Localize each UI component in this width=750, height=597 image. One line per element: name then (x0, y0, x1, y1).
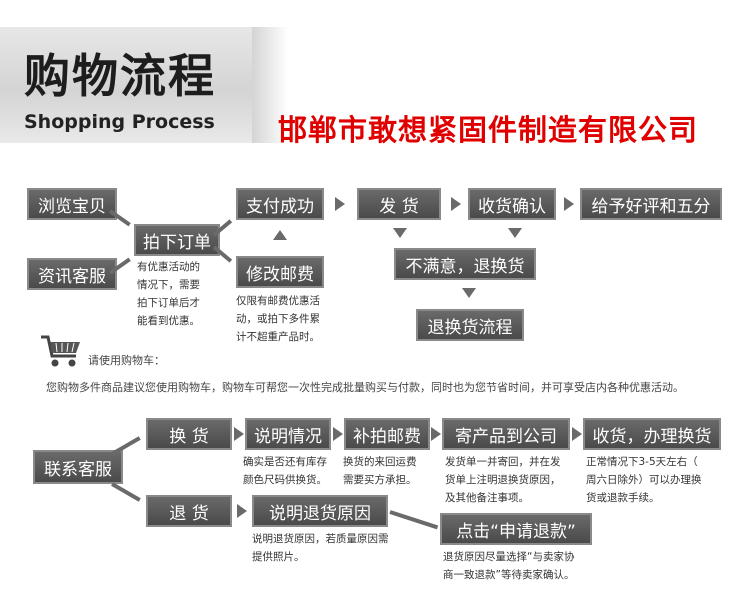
note-reason: 说明退货原因，若质量原因需提供照片。 (252, 533, 389, 563)
step-receive: 收货，办理换货 (583, 418, 721, 450)
step-consult: 资讯客服 (27, 258, 117, 290)
step-pay: 支付成功 (236, 188, 324, 220)
note-receive: 正常情况下3-5天左右（周六日除外）可以办理换 货或退款手续。 (586, 456, 702, 504)
arrow-right-icon (234, 427, 244, 441)
step-apply: 点击“申请退款” (440, 513, 592, 545)
note-send: 发货单一并寄回，并在发货单上注明退换货原因， 及其他备注事项。 (445, 456, 561, 504)
page-subtitle: Shopping Process (24, 111, 215, 133)
step-send: 寄产品到公司 (442, 418, 570, 450)
step-reason: 说明退货原因 (252, 495, 388, 527)
step-explain: 说明情况 (245, 418, 331, 450)
step-unhappy: 不满意，退换货 (394, 248, 536, 280)
step-repay: 补拍邮费 (344, 418, 430, 450)
step-browse: 浏览宝贝 (27, 188, 117, 220)
step-confirm: 收货确认 (468, 188, 556, 220)
step-order: 拍下订单 (134, 224, 220, 256)
arrow-right-icon (333, 427, 343, 441)
cart-label: 请使用购物车： (88, 354, 165, 367)
arrow-down-icon (508, 228, 522, 238)
arrow-down-icon (393, 228, 407, 238)
note-repay: 换货的来回运费需要买方承担。 (343, 456, 417, 486)
step-modify: 修改邮费 (236, 256, 324, 288)
arrow-right-icon (431, 427, 441, 441)
step-return-flow: 退换货流程 (416, 309, 524, 341)
note-apply: 退货原因尽量选择“与卖家协商一致退款”等待卖家确认。 (443, 551, 575, 581)
arrow-right-icon (572, 427, 582, 441)
page-title: 购物流程 (24, 49, 216, 103)
arrow-right-icon (564, 197, 574, 211)
arrow-up-icon (273, 230, 287, 240)
arrow-right-icon (237, 504, 247, 518)
arrow-line (111, 436, 141, 456)
note-explain: 确实是否还有库存颜色尺码供换货。 (243, 456, 327, 486)
cart-description: 您购物多件商品建议您使用购物车，购物车可帮您一次性完成批量购买与付款，同时也为您… (46, 381, 684, 394)
arrow-right-icon (451, 197, 461, 211)
company-name: 邯郸市敢想紧固件制造有限公司 (278, 113, 699, 147)
step-review: 给予好评和五分 (580, 188, 722, 220)
step-refund: 退 货 (146, 495, 232, 527)
shopping-cart-icon (41, 335, 80, 367)
step-contact: 联系客服 (33, 450, 123, 484)
arrow-line (111, 482, 141, 502)
note-order: 有优惠活动的情况下，需要 拍下订单后才能看到优惠。 (137, 261, 200, 327)
step-ship: 发 货 (357, 188, 441, 220)
arrow-line (389, 510, 439, 530)
arrow-right-icon (335, 197, 345, 211)
arrow-down-icon (462, 288, 476, 298)
header-band (0, 27, 288, 143)
note-modify: 仅限有邮费优惠活动，或拍下多件累 计不超重产品时。 (236, 295, 320, 343)
step-exchange: 换 货 (146, 418, 232, 450)
